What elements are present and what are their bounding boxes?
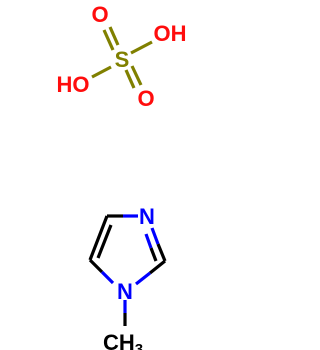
hydroxyl-left-label: HO (57, 72, 90, 97)
bond-c5-n1 (88, 258, 104, 274)
methyl-carbon-text: CH (103, 330, 135, 350)
bond-n3-c2-c (156, 243, 167, 262)
bond-s-oh-left (91, 65, 112, 79)
bond-s-oh-right (130, 40, 153, 55)
sulfur-label: S (115, 47, 130, 72)
oxygen-bottom-label: O (137, 86, 154, 111)
bond-n3-c2 (150, 227, 160, 245)
bond-c4-c5-inner (96, 224, 113, 259)
oxygen-top-label: O (91, 2, 108, 27)
bond-s-o-top-a (102, 29, 115, 51)
methyl-subscript: 3 (135, 341, 143, 350)
bond-s-o-bottom-a (124, 69, 136, 89)
hydroxyl-right-label: OH (154, 21, 187, 46)
bond-n3-c2-inner (144, 233, 153, 249)
methylimidazole-bonds (88, 214, 167, 326)
bond-s-o-top-b (108, 26, 120, 46)
structure-drawing: O OH S HO O N N CH3 (57, 2, 187, 350)
bond-c4-c5 (88, 215, 109, 261)
nitrogen-1-label: N (117, 279, 133, 304)
bond-c2-n1 (149, 259, 166, 275)
methyl-label: CH3 (103, 330, 143, 350)
bond-c2-n1-n (135, 271, 151, 286)
bond-c5-n1-n (100, 270, 115, 285)
bond-n3-c2-inner-c (149, 247, 158, 262)
structure-canvas: O OH S HO O N N CH3 (57, 2, 187, 350)
bond-s-o-bottom-b (130, 65, 143, 86)
nitrogen-3-label: N (139, 204, 155, 229)
sulfuric-acid-bonds (91, 26, 153, 89)
